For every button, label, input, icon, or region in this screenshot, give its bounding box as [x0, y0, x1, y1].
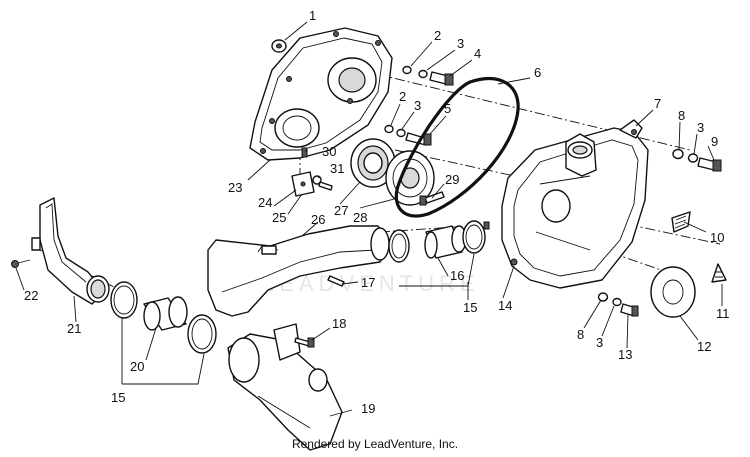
callout-16: 16 — [450, 268, 464, 283]
callout-2-upper: 2 — [434, 28, 441, 43]
intake-duct-part-26 — [207, 225, 393, 317]
callout-23: 23 — [228, 180, 242, 195]
callout-17: 17 — [361, 275, 375, 290]
callout-22: 22 — [24, 288, 38, 303]
callout-29: 29 — [445, 172, 459, 187]
air-box-part-19 — [227, 323, 343, 451]
callout-14: 14 — [498, 298, 512, 313]
callout-19: 19 — [361, 401, 375, 416]
bolt-part-29 — [419, 191, 445, 206]
callout-31: 31 — [330, 161, 344, 176]
callout-24: 24 — [258, 195, 272, 210]
callout-26: 26 — [311, 212, 325, 227]
callout-8-right: 8 — [678, 108, 685, 123]
lower-fastener-stack — [597, 292, 639, 317]
small-fasteners-30-31 — [301, 147, 333, 191]
callout-4: 4 — [474, 46, 481, 61]
bolt-part-22 — [11, 259, 31, 268]
callout-12: 12 — [697, 339, 711, 354]
upper-coupler-and-clamps — [388, 220, 490, 263]
callout-2-middle: 2 — [399, 89, 406, 104]
callout-labels: 1 2 3 4 2 3 5 6 7 8 3 9 30 31 23 24 25 2… — [24, 8, 730, 416]
screw-part-17 — [327, 275, 345, 287]
callout-30: 30 — [322, 144, 336, 159]
callout-9: 9 — [711, 134, 718, 149]
callout-13: 13 — [618, 347, 632, 362]
disc-part-12 — [650, 266, 696, 318]
upper-fastener-stack — [402, 65, 454, 86]
outer-clutch-cover — [501, 119, 649, 289]
callout-1: 1 — [309, 8, 316, 23]
callout-20: 20 — [130, 359, 144, 374]
washer-part-1 — [271, 39, 287, 53]
seal-part-27 — [350, 138, 396, 188]
callout-15-upper: 15 — [463, 300, 477, 315]
callout-3-right: 3 — [697, 120, 704, 135]
callout-18: 18 — [332, 316, 346, 331]
bracket-part-24 — [291, 171, 315, 197]
callout-8-lower: 8 — [577, 327, 584, 342]
callout-25: 25 — [272, 210, 286, 225]
callout-21: 21 — [67, 321, 81, 336]
callout-6: 6 — [534, 65, 541, 80]
intake-tube-part-21 — [31, 197, 110, 305]
leader-lines — [15, 21, 723, 417]
callout-3-lower: 3 — [596, 335, 603, 350]
callout-11: 11 — [716, 306, 730, 321]
callout-28: 28 — [353, 210, 367, 225]
lower-coupler-and-clamps — [110, 281, 217, 354]
callout-27: 27 — [334, 203, 348, 218]
right-fastener-stack — [672, 148, 722, 172]
callout-10: 10 — [710, 230, 724, 245]
decal-part-10 — [671, 211, 691, 233]
screw-part-18 — [294, 337, 315, 348]
drive-belt — [394, 77, 520, 218]
callout-15-lower: 15 — [111, 390, 125, 405]
callout-3-middle: 3 — [414, 98, 421, 113]
decal-part-11 — [711, 263, 727, 283]
callout-7: 7 — [654, 96, 661, 111]
middle-fastener-stack — [384, 124, 432, 146]
credit-line: Rendered by LeadVenture, Inc. — [291, 437, 459, 451]
callout-5: 5 — [444, 101, 451, 116]
callout-3-upper: 3 — [457, 36, 464, 51]
inner-clutch-cover — [249, 27, 393, 161]
